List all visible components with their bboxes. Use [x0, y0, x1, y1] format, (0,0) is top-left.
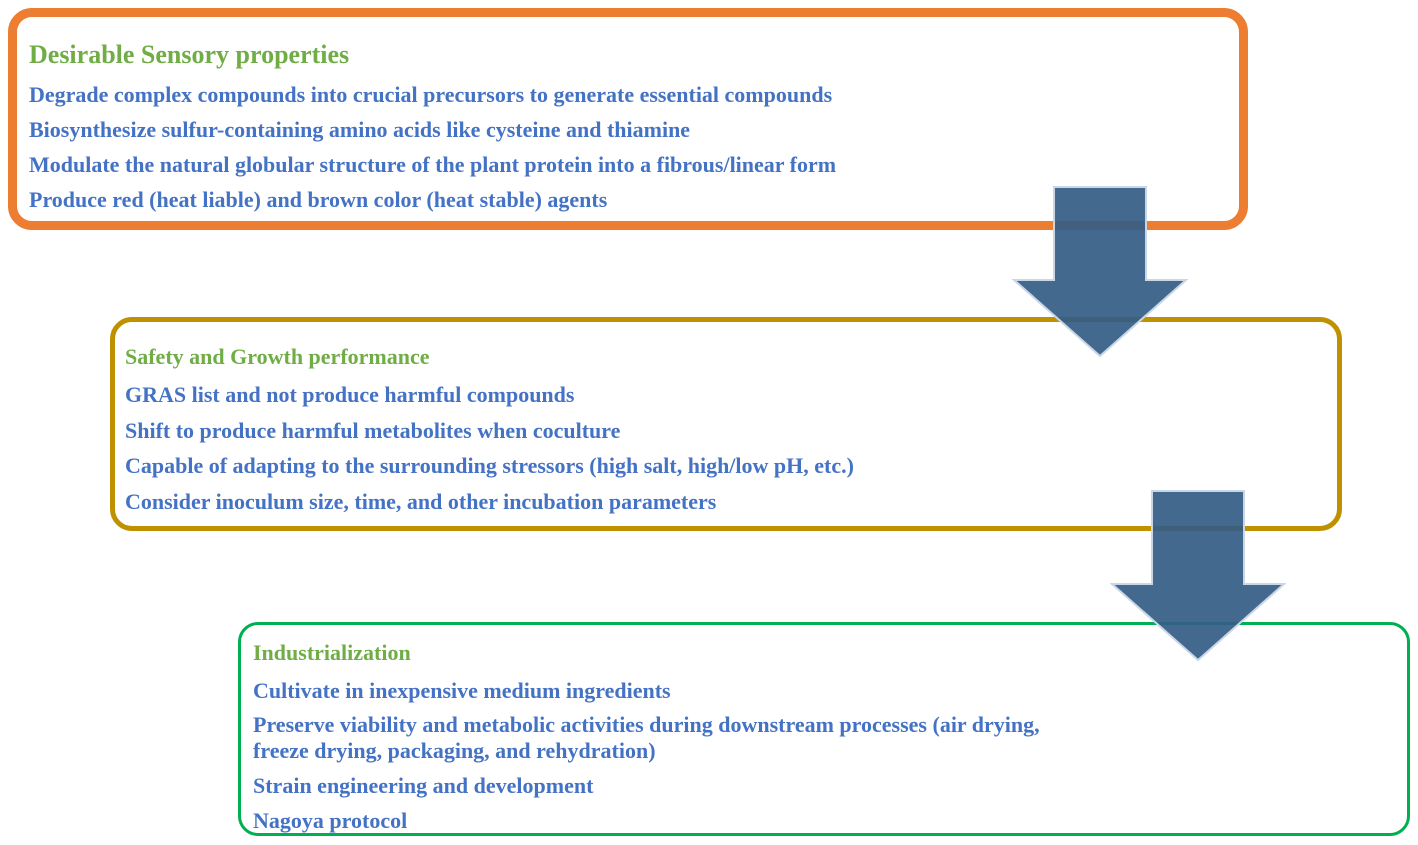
list-item: Modulate the natural globular structure … — [29, 152, 837, 177]
list-item: Nagoya protocol — [253, 808, 408, 833]
list-item: Biosynthesize sulfur-containing amino ac… — [29, 117, 691, 142]
list-item: Strain engineering and development — [253, 773, 594, 798]
list-item: Cultivate in inexpensive medium ingredie… — [253, 678, 671, 703]
list-item: Capable of adapting to the surrounding s… — [125, 453, 854, 478]
down-arrow-icon — [1110, 490, 1286, 662]
list-item: Degrade complex compounds into crucial p… — [29, 82, 833, 107]
down-arrow-icon — [1012, 186, 1188, 358]
box-title: Safety and Growth performance — [125, 344, 430, 369]
box-title: Industrialization — [253, 640, 411, 665]
list-item: Preserve viability and metabolic activit… — [253, 712, 1040, 763]
safety-growth-box: Safety and Growth performance GRAS list … — [110, 317, 1342, 531]
list-item: Shift to produce harmful metabolites whe… — [125, 417, 621, 443]
list-item: GRAS list and not produce harmful compou… — [125, 382, 575, 407]
list-item: Produce red (heat liable) and brown colo… — [29, 187, 608, 212]
list-item: Consider inoculum size, time, and other … — [125, 488, 717, 514]
sensory-properties-box: Desirable Sensory properties Degrade com… — [8, 8, 1248, 230]
box-title: Desirable Sensory properties — [29, 40, 350, 69]
industrialization-box: Industrialization Cultivate in inexpensi… — [238, 622, 1410, 836]
